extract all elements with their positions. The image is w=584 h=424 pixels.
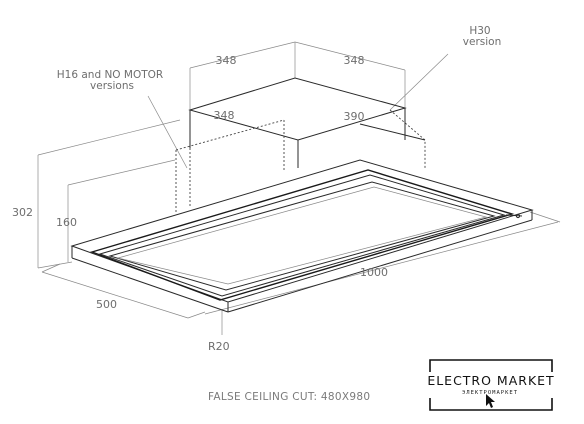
dim-height-body: 160 — [56, 216, 77, 229]
dim-length: 1000 — [360, 266, 388, 279]
dimension-lines — [37, 41, 561, 335]
dim-depth: 500 — [96, 298, 117, 311]
dim-inner-right: 390 — [344, 110, 365, 123]
hood-panel — [70, 159, 534, 313]
logo-tagline: ЭЛЕКТРОМАРКЕТ — [462, 390, 518, 396]
note-h30-line2: version — [463, 36, 501, 48]
dim-top-left: 348 — [216, 54, 237, 67]
dim-radius: R20 — [208, 340, 230, 353]
cursor-icon — [486, 394, 495, 408]
dim-top-right: 348 — [344, 54, 365, 67]
note-h16-line1: H16 and NO MOTOR — [57, 69, 163, 81]
false-ceiling-caption: FALSE CEILING CUT: 480X980 — [208, 391, 370, 403]
logo-name: ELECTRO MARKET — [427, 373, 554, 388]
electro-market-logo: ELECTRO MARKET ЭЛЕКТРОМАРКЕТ — [427, 359, 554, 411]
dim-inner-left: 348 — [214, 109, 235, 122]
note-h30-line1: H30 — [469, 25, 490, 37]
motor-housing — [175, 77, 426, 212]
note-h16-line2: versions — [90, 80, 134, 92]
dim-height-total: 302 — [12, 206, 33, 219]
